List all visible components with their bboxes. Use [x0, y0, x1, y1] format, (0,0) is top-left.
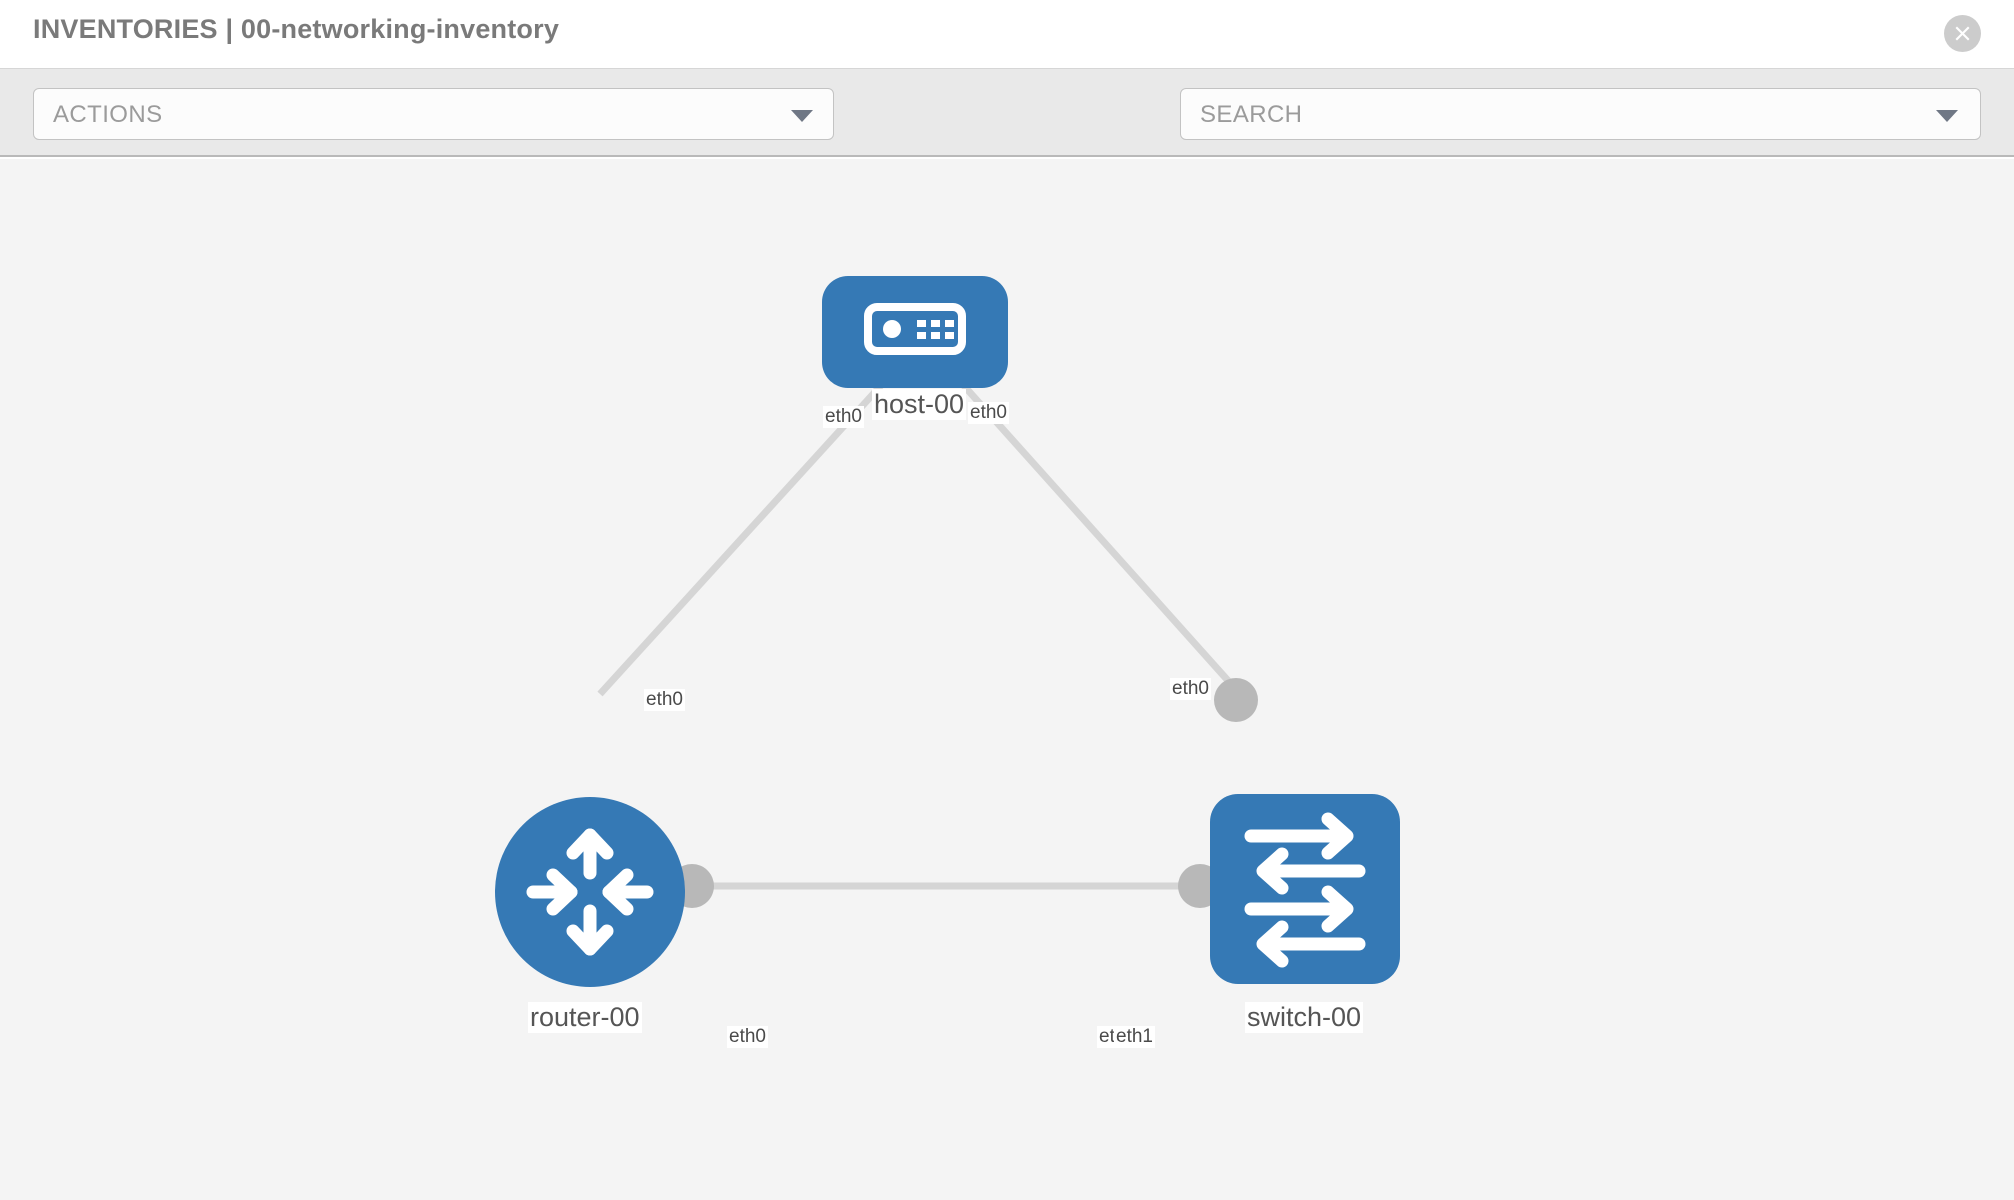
- chevron-down-icon[interactable]: [1936, 110, 1958, 122]
- actions-dropdown-label: ACTIONS: [53, 101, 163, 128]
- node-label-host-00: host-00: [872, 389, 967, 420]
- node-host-00[interactable]: [822, 276, 1008, 388]
- node-switch-00[interactable]: [1210, 794, 1400, 984]
- node-label-router-00: router-00: [528, 1002, 642, 1033]
- router-arrows-icon: [526, 828, 654, 956]
- search-placeholder: SEARCH: [1200, 101, 1303, 128]
- close-icon: [1955, 26, 1970, 41]
- iface-label-router-up: eth0: [644, 689, 685, 711]
- iface-label-host-left: eth0: [823, 406, 864, 428]
- search-input[interactable]: SEARCH: [1180, 88, 1981, 140]
- page-title: INVENTORIES | 00-networking-inventory: [33, 14, 560, 44]
- chevron-down-icon: [791, 110, 813, 122]
- iface-label-switch-left: eth1: [1114, 1026, 1155, 1048]
- connector-nubs: [670, 337, 1258, 908]
- iface-label-router-right: eth0: [727, 1026, 768, 1048]
- server-icon: [864, 303, 966, 355]
- toolbar: ACTIONS SEARCH: [0, 68, 2014, 196]
- node-router-00[interactable]: [495, 797, 685, 987]
- iface-label-switch-up: eth0: [1170, 678, 1211, 700]
- page-header: INVENTORIES | 00-networking-inventory: [0, 0, 2014, 68]
- actions-dropdown[interactable]: ACTIONS: [33, 88, 834, 140]
- close-button[interactable]: [1944, 15, 1981, 52]
- node-label-switch-00: switch-00: [1245, 1002, 1364, 1033]
- topology-graph: [495, 276, 1400, 987]
- topology-canvas[interactable]: host-00 router-00 switch-00 eth0 eth0 et…: [0, 159, 2014, 1200]
- iface-label-host-right: eth0: [968, 402, 1009, 424]
- switch-arrows-icon: [1244, 812, 1366, 968]
